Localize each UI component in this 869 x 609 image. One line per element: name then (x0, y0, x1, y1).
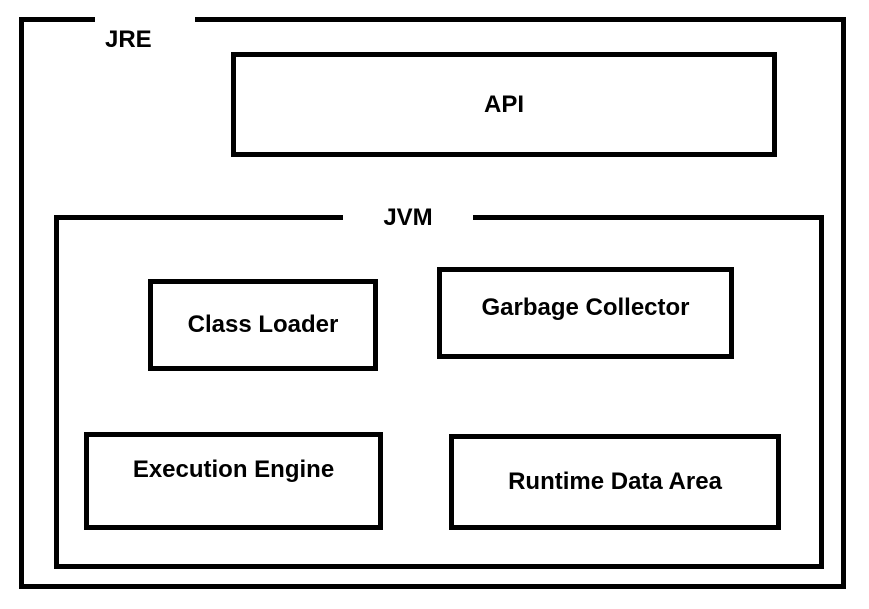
api-label: API (483, 90, 524, 118)
class-loader-box: Class Loader (148, 279, 378, 371)
api-box: API (231, 52, 777, 157)
garbage-collector-box: Garbage Collector (437, 267, 734, 359)
jre-label: JRE (95, 26, 193, 56)
jvm-label-gap (343, 213, 473, 222)
garbage-collector-label: Garbage Collector (481, 294, 690, 321)
execution-engine-box: Execution Engine (84, 432, 383, 530)
runtime-data-area-box: Runtime Data Area (449, 434, 781, 530)
jre-label-gap (95, 15, 195, 24)
runtime-data-area-label: Runtime Data Area (508, 468, 722, 495)
execution-engine-label: Execution Engine (132, 456, 335, 483)
jvm-label: JVM (383, 204, 433, 231)
class-loader-label: Class Loader (187, 311, 339, 338)
